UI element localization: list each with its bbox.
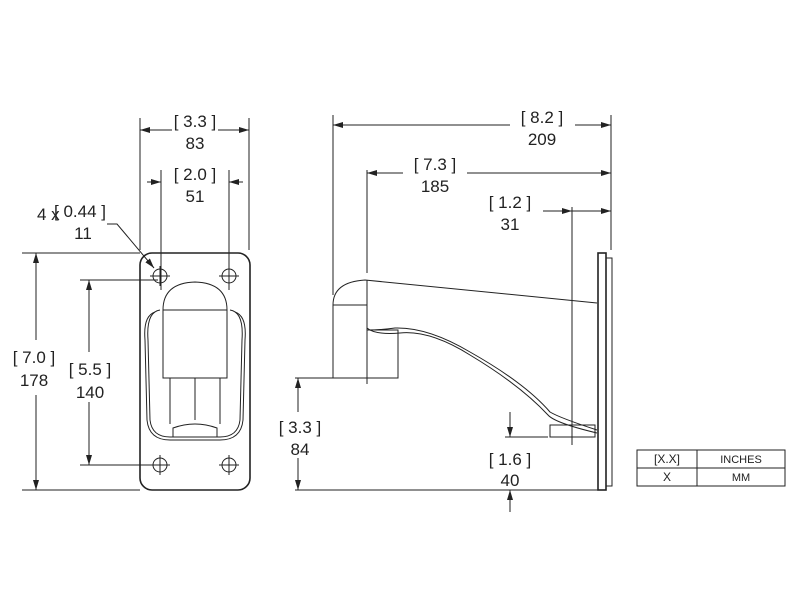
hole-spacing-height-inches: [ 5.5 ] bbox=[69, 360, 112, 379]
hole-diameter-mm: 11 bbox=[74, 224, 92, 243]
legend-inches-symbol: [X.X] bbox=[654, 452, 680, 466]
side-view: [ 8.2 ] 209 [ 7.3 ] 185 [ 1.2 ] 31 [ 3.3… bbox=[279, 108, 613, 512]
units-legend: [X.X] INCHES X MM bbox=[636, 449, 786, 487]
hole-diameter-inches: [ 0.44 ] bbox=[54, 202, 106, 221]
wall-plate bbox=[597, 252, 607, 491]
arm-side-outline bbox=[332, 279, 598, 438]
width-inches: [ 3.3 ] bbox=[174, 112, 217, 131]
foot-height-inches: [ 1.6 ] bbox=[489, 450, 532, 469]
mount-height-mm: 84 bbox=[291, 440, 310, 459]
height-mm: 178 bbox=[20, 371, 48, 390]
arm-depth-inches: [ 7.3 ] bbox=[414, 155, 457, 174]
width-mm: 83 bbox=[186, 134, 205, 153]
mount-height-inches: [ 3.3 ] bbox=[279, 418, 322, 437]
arm-front-outline bbox=[144, 281, 246, 441]
foot-depth-inches: [ 1.2 ] bbox=[489, 193, 532, 212]
hole-spacing-height-mm: 140 bbox=[76, 383, 104, 402]
foot-height-mm: 40 bbox=[501, 471, 520, 490]
hole-spacing-width-inches: [ 2.0 ] bbox=[174, 165, 217, 184]
legend-inches-label: INCHES bbox=[720, 454, 762, 466]
arm-depth-mm: 185 bbox=[421, 177, 449, 196]
overall-depth-mm: 209 bbox=[528, 130, 556, 149]
mount-plate bbox=[139, 252, 251, 491]
foot-depth-mm: 31 bbox=[501, 215, 520, 234]
front-view: [ 3.3 ] 83 [ 2.0 ] 51 4 x [ 0.44 ] 11 [ … bbox=[13, 112, 251, 491]
hole-count: 4 x bbox=[37, 205, 60, 224]
legend-mm-label: MM bbox=[732, 472, 750, 484]
legend-mm-symbol: X bbox=[663, 470, 671, 484]
overall-depth-inches: [ 8.2 ] bbox=[521, 108, 564, 127]
hole-spacing-width-mm: 51 bbox=[186, 187, 205, 206]
height-inches: [ 7.0 ] bbox=[13, 348, 56, 367]
